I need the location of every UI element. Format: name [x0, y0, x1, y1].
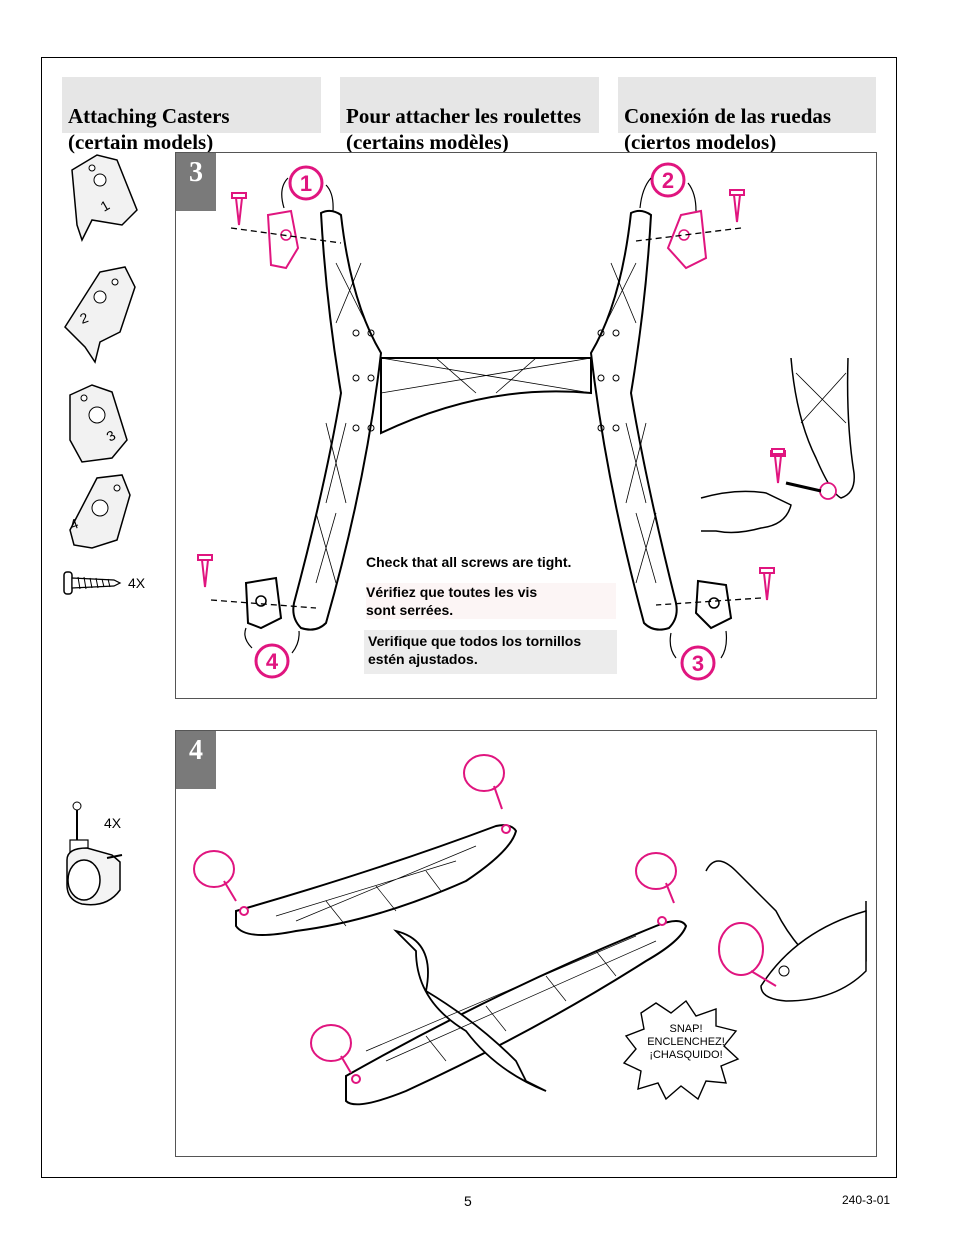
page-frame	[41, 57, 897, 1178]
caster-quantity: 4X	[104, 815, 122, 831]
screw-quantity: 4X	[128, 575, 146, 591]
chair-base-perspective-view	[193, 754, 867, 1106]
step-3-note-french: Vérifiez que toutes les vis sont serrées…	[366, 583, 616, 619]
callout-2: 2	[662, 168, 674, 193]
step-3-badge: 3	[176, 153, 216, 211]
header-french: Pour attacher les roulettes (certains mo…	[340, 77, 599, 154]
step-4-panel: 4 SNAP! ENCLENCHEZ! ¡CHASQUIDO!	[175, 730, 877, 1157]
step-3-panel: 3	[175, 152, 877, 699]
bracket-4-icon: 4	[68, 474, 131, 549]
snap-burst-text: SNAP! ENCLENCHEZ! ¡CHASQUIDO!	[647, 1023, 725, 1061]
header-english: Attaching Casters (certain models)	[62, 77, 321, 154]
screw-icon	[63, 571, 122, 595]
header-spanish-text: Conexión de las ruedas (ciertos modelos)	[624, 104, 832, 154]
bracket-2-icon: 2	[64, 266, 136, 364]
step-3-note-english: Check that all screws are tight.	[366, 554, 572, 570]
header-english-text: Attaching Casters (certain models)	[68, 104, 230, 154]
chair-base-top-view: 1 2 3 4	[197, 162, 855, 681]
step-4-badge: 4	[176, 731, 216, 789]
step-3-note-spanish: Verifique que todos los tornillos estén …	[364, 630, 617, 674]
header-spanish: Conexión de las ruedas (ciertos modelos)	[618, 77, 876, 154]
header-french-text: Pour attacher les roulettes (certains mo…	[346, 104, 582, 154]
page-number: 5	[464, 1193, 472, 1209]
document-code: 240-3-01	[842, 1193, 891, 1207]
callout-3: 3	[692, 651, 704, 676]
callout-4: 4	[266, 649, 279, 674]
callout-1: 1	[300, 171, 312, 196]
bracket-1-icon: 1	[71, 154, 138, 242]
step-4-number: 4	[189, 735, 203, 766]
step-3-number: 3	[189, 157, 203, 188]
bracket-3-icon: 3	[69, 384, 128, 463]
caster-icon	[66, 801, 123, 906]
